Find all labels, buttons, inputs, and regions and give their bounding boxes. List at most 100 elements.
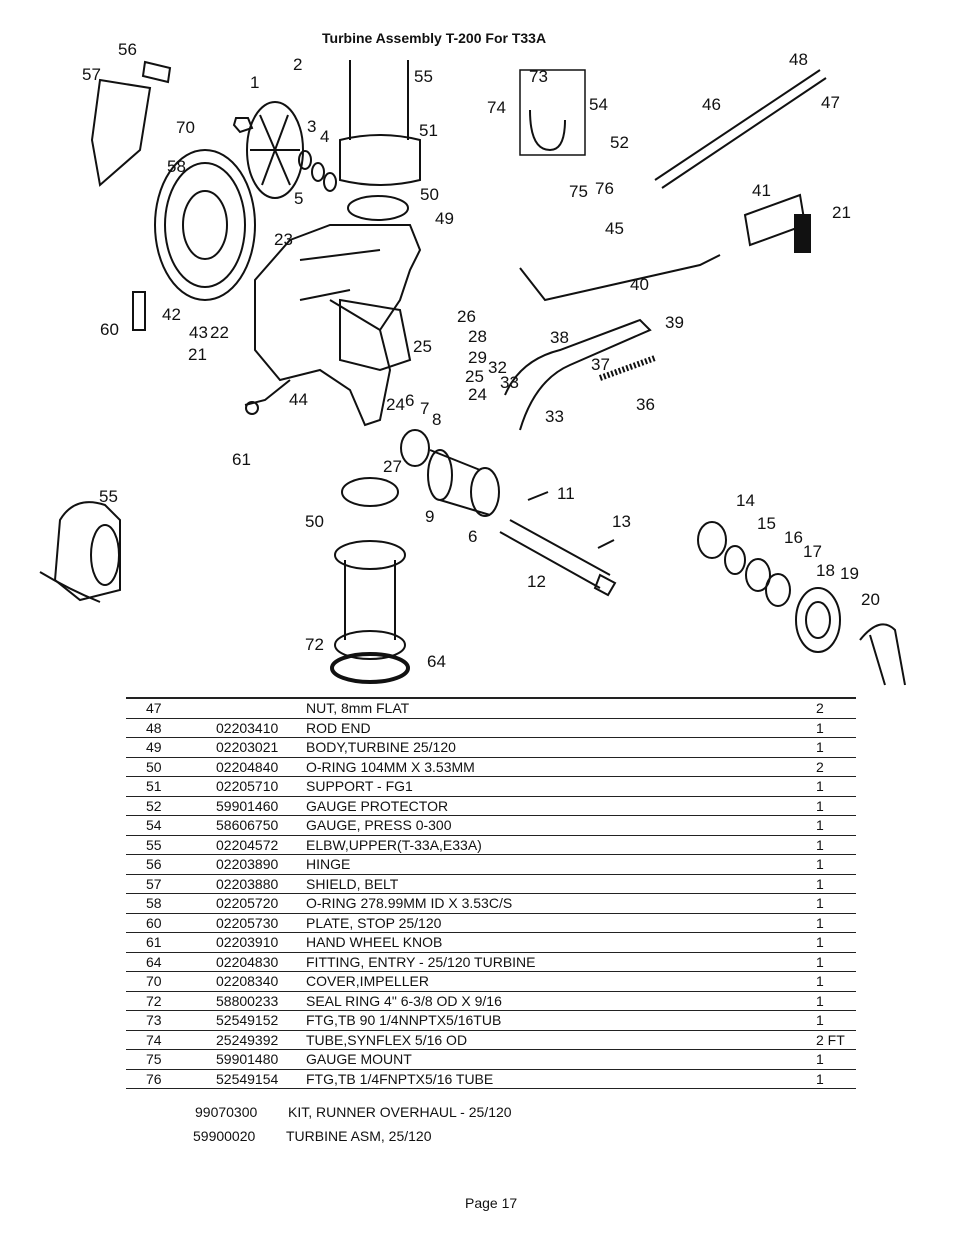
- part-quantity: 1: [816, 815, 856, 836]
- part-description: FTG,TB 1/4FNPTX5/16 TUBE: [306, 1069, 816, 1089]
- part-description: GAUGE PROTECTOR: [306, 796, 816, 816]
- svg-text:55: 55: [414, 67, 433, 86]
- part-quantity: 2: [816, 757, 856, 777]
- part-quantity: 1: [816, 932, 856, 953]
- part-quantity: 2 FT: [816, 1030, 856, 1050]
- svg-text:19: 19: [840, 564, 859, 583]
- svg-text:75: 75: [569, 182, 588, 201]
- part-quantity: 1: [816, 1069, 856, 1089]
- svg-text:33: 33: [545, 407, 564, 426]
- svg-text:26: 26: [457, 307, 476, 326]
- part-quantity: 1: [816, 1010, 856, 1031]
- part-quantity: 1: [816, 952, 856, 972]
- svg-text:50: 50: [305, 512, 324, 531]
- part-code: 58606750: [216, 815, 306, 836]
- svg-text:64: 64: [427, 652, 446, 671]
- svg-text:25: 25: [413, 337, 432, 356]
- svg-text:48: 48: [789, 50, 808, 69]
- svg-text:4: 4: [320, 127, 329, 146]
- part-code: 52549154: [216, 1069, 306, 1089]
- svg-text:21: 21: [188, 345, 207, 364]
- part-number-ref: 47: [126, 697, 216, 719]
- svg-text:58: 58: [167, 157, 186, 176]
- svg-text:37: 37: [591, 355, 610, 374]
- part-code: [216, 697, 306, 719]
- svg-text:6: 6: [405, 391, 414, 410]
- part-quantity: 1: [816, 1049, 856, 1070]
- part-code: 02203880: [216, 874, 306, 894]
- part-quantity: 1: [816, 874, 856, 894]
- svg-text:40: 40: [630, 275, 649, 294]
- kit-desc-1: KIT, RUNNER OVERHAUL - 25/120: [288, 1104, 512, 1120]
- svg-text:70: 70: [176, 118, 195, 137]
- part-description: TUBE,SYNFLEX 5/16 OD: [306, 1030, 816, 1050]
- part-code: 58800233: [216, 991, 306, 1011]
- part-number-ref: 51: [126, 776, 216, 797]
- part-code: 52549152: [216, 1010, 306, 1031]
- part-description: FITTING, ENTRY - 25/120 TURBINE: [306, 952, 816, 972]
- part-code: 02205720: [216, 893, 306, 914]
- svg-text:50: 50: [420, 185, 439, 204]
- svg-text:28: 28: [468, 327, 487, 346]
- svg-text:60: 60: [100, 320, 119, 339]
- svg-text:16: 16: [784, 528, 803, 547]
- svg-text:56: 56: [118, 40, 137, 59]
- part-number-ref: 54: [126, 815, 216, 836]
- part-number-ref: 75: [126, 1049, 216, 1070]
- part-code: 02204840: [216, 757, 306, 777]
- part-quantity: 1: [816, 971, 856, 992]
- part-description: NUT, 8mm FLAT: [306, 697, 816, 719]
- part-number-ref: 50: [126, 757, 216, 777]
- part-code: 02204830: [216, 952, 306, 972]
- part-number-ref: 61: [126, 932, 216, 953]
- svg-text:39: 39: [665, 313, 684, 332]
- svg-text:52: 52: [610, 133, 629, 152]
- svg-text:72: 72: [305, 635, 324, 654]
- part-code: 02203021: [216, 737, 306, 758]
- part-quantity: 1: [816, 913, 856, 933]
- part-description: GAUGE, PRESS 0-300: [306, 815, 816, 836]
- svg-text:9: 9: [425, 507, 434, 526]
- part-description: ROD END: [306, 718, 816, 738]
- part-quantity: 1: [816, 991, 856, 1011]
- part-code: 59901480: [216, 1049, 306, 1070]
- svg-text:6: 6: [468, 527, 477, 546]
- svg-text:73: 73: [529, 67, 548, 86]
- part-quantity: 1: [816, 718, 856, 738]
- svg-text:32: 32: [488, 358, 507, 377]
- page-title: Turbine Assembly T-200 For T33A: [322, 30, 547, 46]
- part-description: HINGE: [306, 854, 816, 875]
- part-code: 02205730: [216, 913, 306, 933]
- svg-text:57: 57: [82, 65, 101, 84]
- svg-text:21: 21: [832, 203, 851, 222]
- svg-text:7: 7: [420, 399, 429, 418]
- svg-text:38: 38: [550, 328, 569, 347]
- part-code: 02208340: [216, 971, 306, 992]
- part-code: 02203890: [216, 854, 306, 875]
- svg-text:12: 12: [527, 572, 546, 591]
- part-number-ref: 55: [126, 835, 216, 855]
- svg-text:74: 74: [487, 98, 506, 117]
- part-code: 02203410: [216, 718, 306, 738]
- kit-pn-2: 59900020: [193, 1128, 256, 1144]
- part-description: SHIELD, BELT: [306, 874, 816, 894]
- part-description: O-RING 104MM X 3.53MM: [306, 757, 816, 777]
- part-number-ref: 56: [126, 854, 216, 875]
- svg-text:5: 5: [294, 189, 303, 208]
- svg-text:29: 29: [468, 348, 487, 367]
- part-quantity: 1: [816, 854, 856, 875]
- kit-desc-2: TURBINE ASM, 25/120: [286, 1128, 432, 1144]
